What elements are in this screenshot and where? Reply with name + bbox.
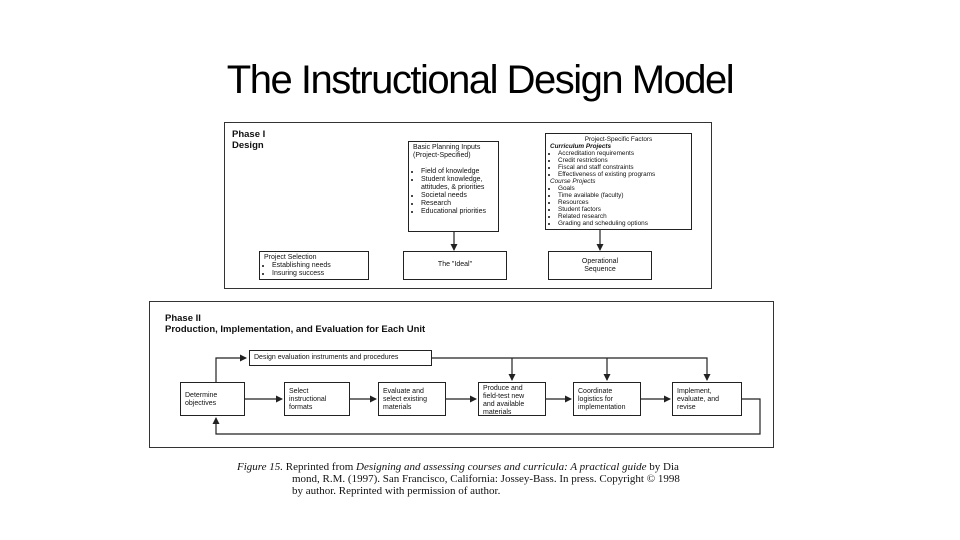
- ideal-box: The "Ideal": [403, 251, 507, 280]
- step-line: formats: [289, 404, 313, 411]
- step-line: Coordinate: [578, 388, 613, 395]
- phase1-label: Phase I Design: [232, 129, 265, 151]
- project-factors-title: Project-Specific Factors: [584, 136, 653, 143]
- phase1-frame: [224, 122, 712, 289]
- step-line: Evaluate and: [383, 388, 424, 395]
- factor-item: Resources: [558, 199, 687, 206]
- step-line: implementation: [578, 404, 626, 411]
- step-produce-field-test: Produce and field-test new and available…: [478, 382, 546, 416]
- step-select-formats: Select instructional formats: [284, 382, 350, 416]
- factor-item: Effectiveness of existing programs: [558, 171, 687, 178]
- phase2-label: Phase II Production, Implementation, and…: [165, 313, 425, 335]
- step-coordinate-logistics: Coordinate logistics for implementation: [573, 382, 641, 416]
- ideal-label: The "Ideal": [437, 261, 473, 268]
- slide-title: The Instructional Design Model: [226, 58, 735, 102]
- operational-sequence-line1: Operational: [581, 258, 619, 265]
- phase1-label-line2: Design: [232, 140, 264, 151]
- planning-inputs-title-line2: (Project-Specified): [413, 152, 471, 159]
- operational-sequence-box: Operational Sequence: [548, 251, 652, 280]
- step-evaluate-materials: Evaluate and select existing materials: [378, 382, 446, 416]
- planning-inputs-title-line1: Basic Planning Inputs: [413, 144, 481, 151]
- planning-input-item: Societal needs: [421, 192, 494, 200]
- caption-line3: by author. Reprinted with permission of …: [292, 485, 501, 497]
- planning-input-item: Research: [421, 200, 494, 208]
- caption-text: by Dia: [649, 461, 679, 473]
- caption-book-title: Designing and assessing courses and curr…: [356, 461, 647, 473]
- step-line: evaluate, and: [677, 396, 720, 403]
- phase2-label-line2: Production, Implementation, and Evaluati…: [165, 324, 426, 335]
- step-line: logistics for: [578, 396, 614, 403]
- project-selection-item: Establishing needs: [272, 262, 364, 270]
- project-selection-box: Project Selection Establishing needs Ins…: [259, 251, 369, 280]
- figure-caption: Figure 15. Reprinted from Designing and …: [237, 461, 757, 497]
- step-line: materials: [383, 404, 412, 411]
- caption-text: Reprinted from: [285, 461, 354, 473]
- caption-line2: mond, R.M. (1997). San Francisco, Califo…: [292, 473, 680, 485]
- caption-figure-label: Figure 15.: [237, 461, 284, 473]
- eval-instruments-box: Design evaluation instruments and proced…: [249, 350, 432, 366]
- step-line: Determine: [185, 392, 218, 399]
- step-line: field-test new: [483, 393, 525, 400]
- planning-input-item: Field of knowledge: [421, 168, 494, 176]
- eval-out-line: [432, 357, 711, 381]
- eval-instruments-label: Design evaluation instruments and proced…: [254, 354, 399, 361]
- phase2-frame: [149, 301, 774, 448]
- factor-item: Fiscal and staff constraints: [558, 164, 687, 171]
- step-line: Implement,: [677, 388, 712, 395]
- planning-input-item: Educational priorities: [421, 208, 494, 216]
- caption-line1: Figure 15. Reprinted from Designing and …: [237, 461, 757, 473]
- step-implement-revise: Implement, evaluate, and revise: [672, 382, 742, 416]
- operational-sequence-line2: Sequence: [584, 266, 616, 273]
- factor-item: Related research: [558, 213, 687, 220]
- step-line: objectives: [185, 400, 217, 407]
- factor-item: Time available (faculty): [558, 192, 687, 199]
- feedback-loop-line: [212, 398, 761, 435]
- course-projects-heading: Course Projects: [550, 178, 596, 185]
- project-selection-item: Insuring success: [272, 270, 364, 278]
- factor-item: Accreditation requirements: [558, 150, 687, 157]
- step-determine-objectives: Determine objectives: [180, 382, 245, 416]
- step-line: instructional: [289, 396, 327, 403]
- factor-item: Student factors: [558, 206, 687, 213]
- planning-inputs-box: Basic Planning Inputs (Project-Specified…: [408, 141, 499, 232]
- step-line: and available materials: [483, 401, 525, 416]
- planning-input-item: attitudes, & priorities: [421, 184, 485, 191]
- factor-item: Credit restrictions: [558, 157, 687, 164]
- phase2-label-line1: Phase II: [165, 313, 201, 324]
- curriculum-projects-heading: Curriculum Projects: [550, 143, 612, 150]
- project-selection-title: Project Selection: [264, 254, 317, 261]
- factor-item: Grading and scheduling options: [558, 220, 687, 227]
- planning-input-item: Student knowledge,: [421, 176, 494, 184]
- factor-item: Goals: [558, 185, 687, 192]
- step-line: Produce and: [483, 385, 523, 392]
- step-line: revise: [677, 404, 696, 411]
- phase1-label-line1: Phase I: [232, 129, 266, 140]
- step-line: Select: [289, 388, 309, 395]
- step-line: select existing: [383, 396, 427, 403]
- project-factors-box: Project-Specific Factors Curriculum Proj…: [545, 133, 692, 230]
- loop-top-line: [215, 354, 247, 382]
